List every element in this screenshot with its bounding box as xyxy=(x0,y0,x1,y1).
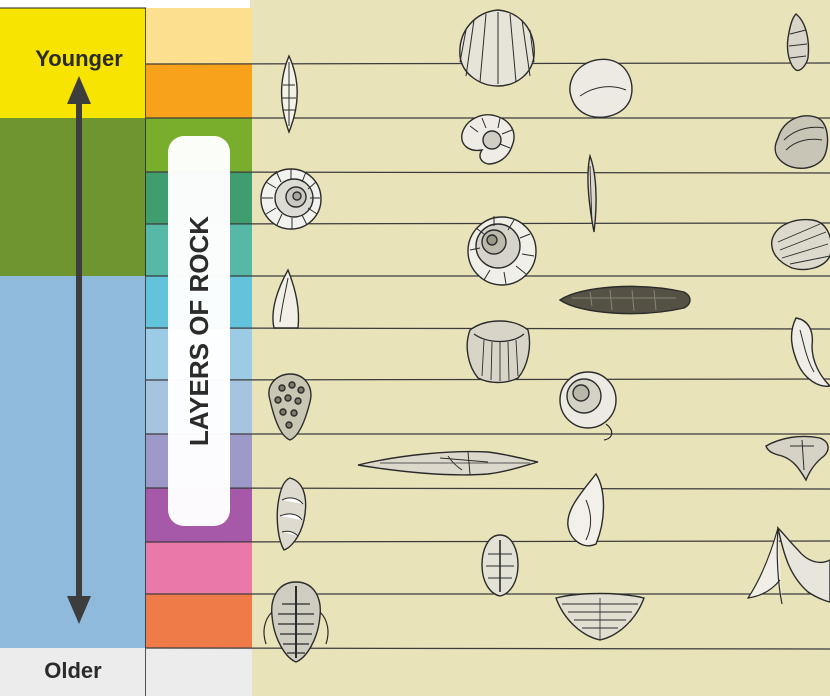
rock-layer-band xyxy=(146,648,252,696)
oval-trilobite-fossil-icon xyxy=(482,535,518,596)
clam-fossil-icon xyxy=(570,59,632,117)
rock-layer-band xyxy=(146,64,252,118)
rock-layer-band xyxy=(146,8,252,64)
large-ammonite-fossil-icon xyxy=(468,216,536,285)
age-column xyxy=(0,8,146,696)
layers-of-rock-box: LAYERS OF ROCK xyxy=(168,136,230,526)
brachiopod-fossil-icon xyxy=(467,321,529,383)
older-label: Older xyxy=(44,658,102,683)
age-column-old-section xyxy=(0,276,146,648)
ammonite-fossil-icon xyxy=(261,169,321,229)
younger-label: Younger xyxy=(35,46,123,71)
rock-layer-band xyxy=(146,594,252,648)
layers-of-rock-label: LAYERS OF ROCK xyxy=(184,216,214,446)
rock-layer-band xyxy=(146,542,252,594)
age-column-middle-section xyxy=(0,118,146,276)
paper-background xyxy=(250,0,830,696)
